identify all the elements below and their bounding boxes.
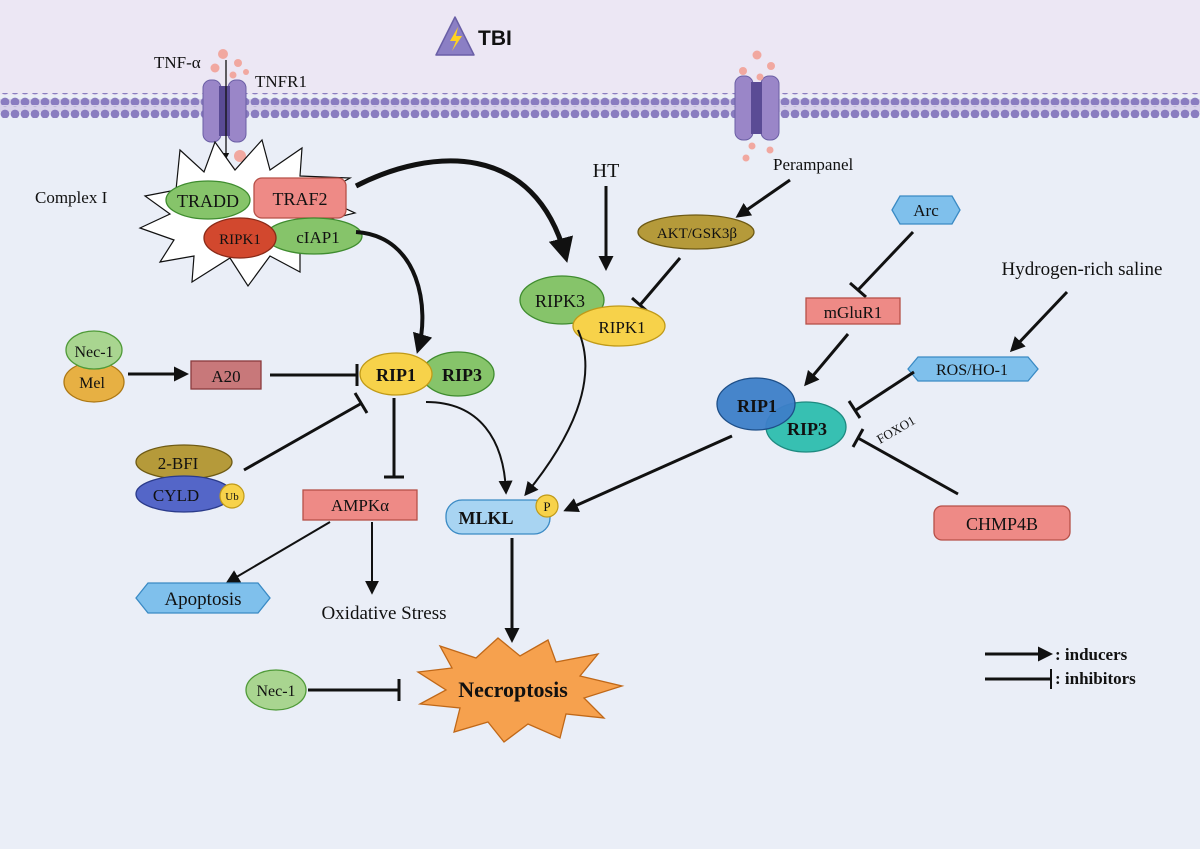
- arc-inhibit-bar: [849, 281, 867, 299]
- ampk-to-apoptosis-arrow: [225, 521, 331, 584]
- rip3-right-label: RIP3: [787, 419, 827, 439]
- extracellular-region: [0, 0, 1200, 95]
- ub-label: Ub: [225, 491, 239, 503]
- rip1-mid-label: RIP1: [376, 365, 416, 385]
- perampanel-dots: [739, 50, 775, 162]
- necroptosis-burst: [416, 637, 625, 743]
- arc-inhibit-line: [856, 230, 915, 292]
- perampanel-to-akt-arrow: [735, 178, 791, 218]
- rip3-mid-label: RIP3: [442, 365, 482, 385]
- akt-gsk3b-node: [637, 214, 755, 250]
- cell-membrane: [0, 93, 1200, 118]
- chmp4b-node: [933, 505, 1071, 541]
- tnfr1-label: TNFR1: [255, 72, 307, 91]
- a20-node: [190, 360, 262, 390]
- mglur1-node: [805, 297, 901, 325]
- ripk1-node: [572, 305, 666, 347]
- akt-gsk3b-label: AKT/GSK3β: [657, 226, 737, 242]
- complex-i-label: Complex I: [35, 188, 108, 207]
- complex-to-rip1-arrow: [355, 230, 433, 354]
- perampanel-label: Perampanel: [773, 155, 854, 174]
- rip1-mid-node: [359, 352, 433, 396]
- cyld-label: CYLD: [153, 486, 199, 505]
- ripk1-label: RIPK1: [598, 318, 645, 337]
- oxidative-stress-label: Oxidative Stress: [321, 603, 446, 624]
- apoptosis-label: Apoptosis: [164, 589, 241, 610]
- rip-right-to-mlkl-arrow: [563, 434, 733, 512]
- traf2-label: TRAF2: [272, 189, 327, 209]
- arc-node: [891, 195, 961, 225]
- nec1-top-label: Nec-1: [74, 344, 113, 361]
- ros-inhibit-line: [855, 370, 915, 412]
- rip1-right-node: [716, 377, 796, 431]
- rip1-to-mlkl-arrow: [425, 401, 513, 495]
- nec1-bottom-node: [245, 669, 307, 711]
- tnf-alpha-label: TNF-α: [154, 53, 201, 72]
- akt-inhibit-line: [638, 257, 682, 306]
- tnfr1-receptor: [202, 79, 247, 143]
- ros-ho1-label: ROS/HO-1: [936, 362, 1008, 379]
- ripk1-complex-label: RIPK1: [219, 232, 261, 248]
- chmp4b-inhibit-bar: [851, 428, 865, 448]
- traf2-node: [253, 177, 347, 219]
- ros-inhibit-bar: [847, 400, 862, 419]
- rip1-right-label: RIP1: [737, 396, 777, 416]
- legend: : inducers : inhibitors: [985, 645, 1136, 689]
- hrs-label: Hydrogen-rich saline: [1002, 259, 1163, 280]
- legend-inducers-label: : inducers: [1055, 645, 1128, 664]
- ripk3-to-mlkl-arrow: [524, 329, 587, 497]
- ciap1-label: cIAP1: [296, 228, 339, 247]
- ub-node: [219, 483, 245, 509]
- chmp4b-inhibit-line: [857, 436, 959, 496]
- chmp4b-label: CHMP4B: [966, 514, 1038, 534]
- complex-to-ripk3-arrow: [354, 158, 573, 263]
- hrs-to-ros-arrow: [1009, 290, 1069, 353]
- nec1-bottom-label: Nec-1: [256, 683, 295, 700]
- ros-ho1-node: [907, 356, 1039, 382]
- mel-label: Mel: [79, 375, 105, 392]
- arc-label: Arc: [913, 201, 939, 220]
- nec1-top-node: [65, 330, 123, 370]
- legend-inhibitors-label: : inhibitors: [1055, 669, 1136, 688]
- mlkl-label: MLKL: [458, 508, 513, 528]
- bfi-inhibit-bar: [353, 392, 369, 414]
- tradd-label: TRADD: [177, 191, 239, 211]
- ripk1-complex-node: [203, 217, 277, 259]
- phospho-label: P: [543, 499, 550, 514]
- ampk-node: [302, 489, 418, 521]
- necroptosis-label: Necroptosis: [458, 677, 568, 702]
- mglur1-to-rip1-arrow: [804, 333, 850, 387]
- a20-label: A20: [211, 367, 240, 386]
- bfi-inhibit-line: [243, 401, 363, 472]
- ampk-label: AMPKα: [331, 496, 389, 515]
- mglur1-label: mGluR1: [824, 303, 883, 322]
- bfi-label: 2-BFI: [158, 454, 199, 473]
- tbi-badge: TBI: [435, 16, 512, 56]
- ripk3-label: RIPK3: [535, 291, 585, 311]
- ripk3-node: [519, 275, 605, 325]
- ampa-receptor: [734, 75, 780, 141]
- tbi-title: TBI: [478, 27, 512, 50]
- ht-label: HT: [593, 160, 620, 182]
- tradd-node: [165, 180, 251, 220]
- phospho-node: [535, 494, 559, 518]
- apoptosis-node: [135, 582, 271, 614]
